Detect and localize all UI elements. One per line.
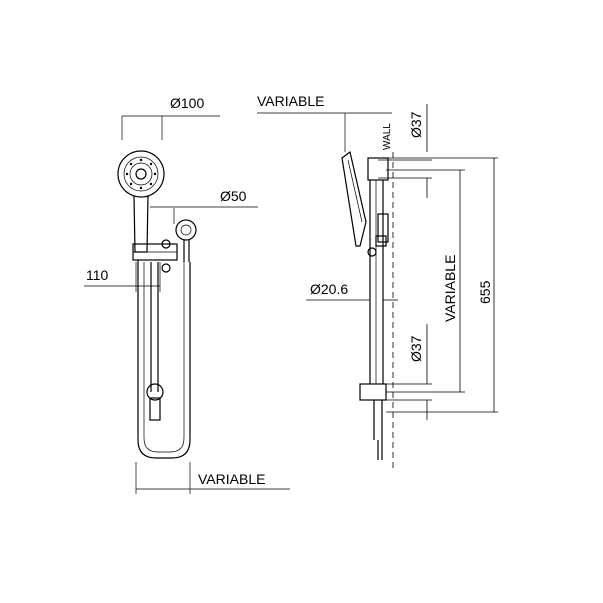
rail-diameter-label: Ø20.6	[310, 281, 348, 297]
head-diameter-dimension: Ø100	[121, 95, 220, 140]
lower-bracket	[146, 383, 164, 421]
connector-diameter-dimension: Ø50	[150, 188, 258, 224]
center-variable-dimension: VARIABLE	[386, 169, 465, 393]
connector-diameter-label: Ø50	[220, 188, 247, 204]
shower-head	[117, 150, 165, 198]
shower-head-side	[341, 150, 367, 247]
side-view: VARIABLE WALL Ø37	[257, 93, 498, 472]
front-view: Ø100 Ø50	[84, 95, 290, 494]
center-variable-label: VARIABLE	[442, 255, 458, 322]
bottom-variable-dimension: VARIABLE	[135, 462, 290, 494]
bottom-bracket-diameter-dimension: Ø37	[386, 324, 432, 420]
hose	[137, 260, 191, 459]
total-height-label: 655	[477, 280, 493, 304]
rail-side	[367, 157, 389, 384]
lower-bracket-side	[359, 383, 387, 460]
slider-bracket	[132, 239, 178, 273]
bottom-variable-label: VARIABLE	[198, 471, 265, 487]
wall-connector	[175, 219, 197, 262]
top-bracket-diameter-dimension: Ø37	[378, 104, 432, 198]
rail-diameter-dimension: Ø20.6	[306, 281, 398, 301]
total-height-dimension: 655	[386, 157, 498, 413]
top-variable-dimension: VARIABLE	[257, 93, 392, 152]
wall-label: WALL	[382, 123, 393, 150]
bottom-bracket-diameter-label: Ø37	[408, 335, 424, 362]
rail	[150, 262, 159, 392]
top-variable-label: VARIABLE	[257, 93, 324, 109]
arm-length-dimension: 110	[84, 262, 161, 292]
spray-nozzles	[125, 158, 157, 190]
top-bracket-diameter-label: Ø37	[408, 111, 424, 138]
head-diameter-label: Ø100	[170, 95, 204, 111]
arm-length-label: 110	[86, 267, 109, 283]
